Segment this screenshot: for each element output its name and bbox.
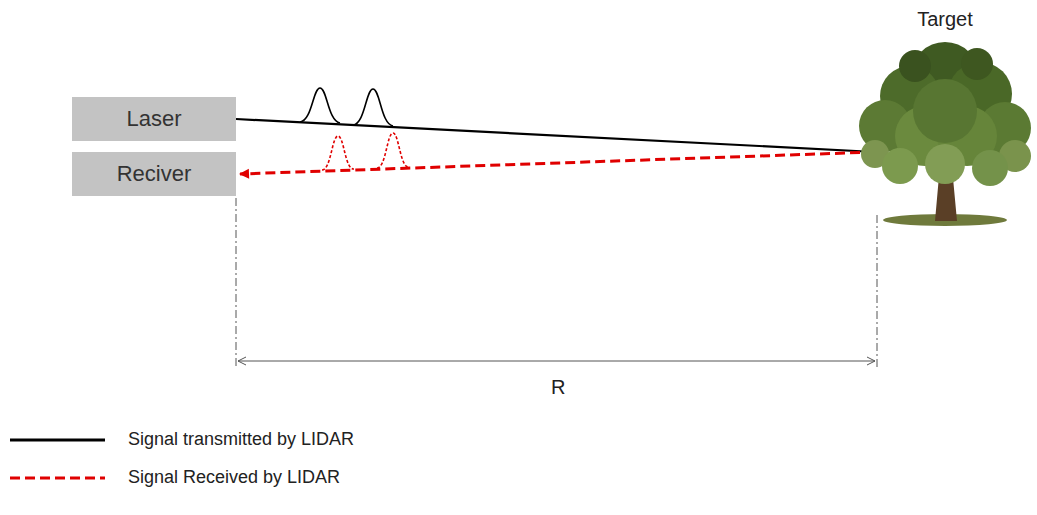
laser-box: Laser — [72, 97, 236, 141]
extension-line — [877, 215, 878, 368]
legend-text: Signal transmitted by LIDAR — [128, 429, 354, 450]
received-pulse — [322, 136, 354, 170]
foliage — [961, 48, 993, 80]
transmitted-pulse — [300, 88, 340, 123]
dimension-line — [238, 361, 875, 362]
extension-line — [236, 198, 237, 368]
target-heading: Target — [855, 8, 1035, 31]
foliage — [913, 79, 977, 143]
foliage — [882, 148, 918, 184]
legend-line-sample — [10, 439, 105, 442]
received-beam — [240, 152, 875, 174]
foliage — [899, 50, 931, 82]
received-pulse — [377, 133, 409, 168]
foliage — [972, 150, 1008, 186]
box-label: Laser — [126, 106, 181, 132]
tree-illustration — [855, 36, 1035, 226]
dimension-label: R — [551, 376, 565, 399]
transmitted-beam — [236, 119, 875, 152]
target-tree: Target — [855, 8, 1035, 223]
legend-line-sample — [10, 477, 105, 480]
foliage — [925, 144, 965, 184]
legend-text: Signal Received by LIDAR — [128, 467, 340, 488]
dimension-arrowhead — [867, 357, 875, 365]
transmitted-pulse — [353, 89, 393, 126]
dimension-arrowhead — [238, 357, 246, 365]
receiver-box: Reciver — [72, 152, 236, 196]
box-label: Reciver — [117, 161, 192, 187]
